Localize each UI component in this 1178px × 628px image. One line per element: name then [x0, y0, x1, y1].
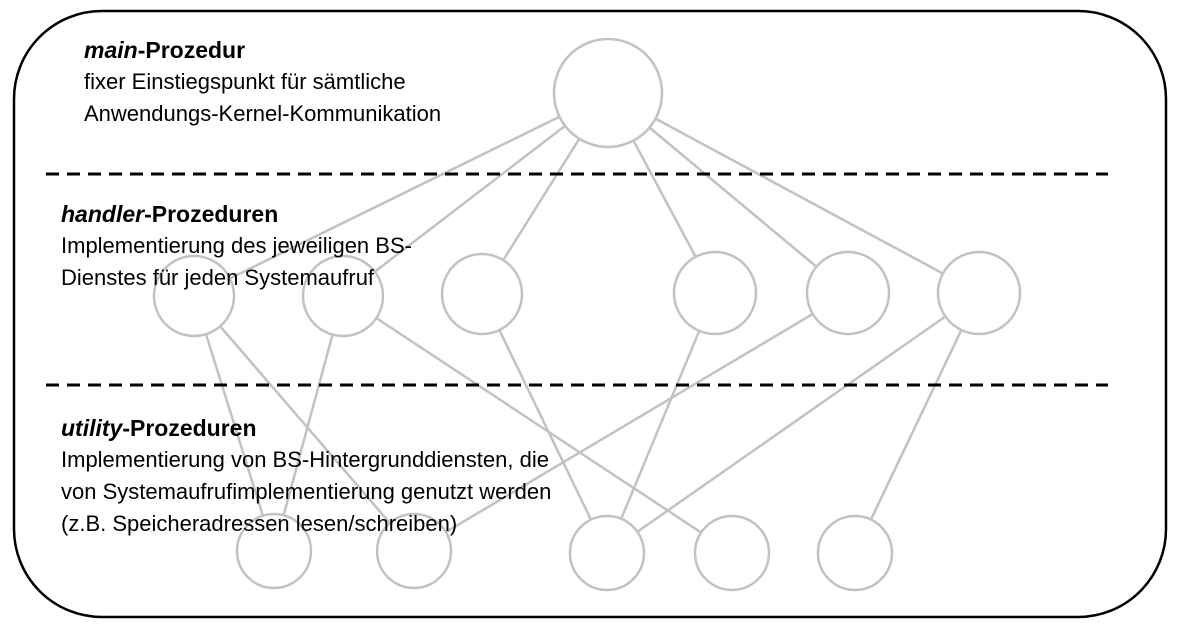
edge-main-h2 — [342, 92, 609, 297]
edge-main-h6 — [607, 91, 980, 295]
layer-label-utility: utility-Prozeduren Implementierung von B… — [61, 412, 551, 540]
layer-title-handler: handler-Prozeduren — [61, 198, 412, 230]
edge-h1-u2 — [193, 295, 415, 552]
node-h5-handler-procedure — [805, 250, 891, 336]
layer-title-main-italic: main — [84, 37, 138, 63]
layer-label-handler: handler-Prozeduren Implementierung des j… — [61, 198, 412, 294]
layer-desc-line: Implementierung des jeweiligen BS- — [61, 233, 412, 258]
node-h3-handler-procedure — [440, 252, 524, 336]
edge-h6-u3 — [606, 291, 980, 555]
node-h1-handler-procedure — [152, 254, 236, 338]
layer-desc-line: Anwendungs-Kernel-Kommunikation — [84, 101, 442, 126]
edge-h1-u1 — [192, 295, 276, 552]
node-u2-utility-procedure — [375, 512, 453, 590]
node-h6-handler-procedure — [936, 250, 1022, 336]
edge-main-h1 — [193, 91, 609, 298]
layer-title-handler-italic: handler — [61, 201, 145, 227]
layer-desc-line: fixer Einstiegspunkt für sämtliche — [84, 69, 406, 94]
layer-title-utility-italic: utility — [61, 415, 123, 441]
layer-title-main-rest: -Prozedur — [137, 37, 246, 63]
node-u3-utility-procedure — [568, 514, 646, 592]
edge-h2-u1 — [272, 295, 345, 552]
node-main-main-procedure — [552, 37, 664, 149]
layer-title-main: main-Prozedur — [84, 34, 441, 66]
layer-label-main: main-Prozedur fixer Einstiegspunkt für s… — [84, 34, 441, 130]
layer-desc-line: (z.B. Speicheradressen lesen/schreiben) — [61, 511, 458, 536]
layer-desc-line: Implementierung von BS-Hintergrunddienst… — [61, 447, 549, 472]
layer-title-utility-rest: -Prozeduren — [122, 415, 257, 441]
layer-title-utility: utility-Prozeduren — [61, 412, 551, 444]
node-h2-handler-procedure — [301, 254, 385, 338]
layer-desc-line: Dienstes für jeden Systemaufruf — [61, 265, 375, 290]
node-u1-utility-procedure — [235, 512, 313, 590]
edge-h4-u3 — [605, 292, 717, 554]
node-h4-handler-procedure — [672, 250, 758, 336]
kernel-boundary-frame — [12, 9, 1168, 619]
edge-h3-u3 — [480, 293, 609, 554]
edge-h6-u5 — [853, 292, 981, 554]
layer-title-handler-rest: -Prozeduren — [144, 201, 279, 227]
node-u5-utility-procedure — [816, 514, 894, 592]
node-u4-utility-procedure — [693, 514, 771, 592]
edge-h5-u2 — [413, 291, 849, 553]
layer-desc-line: von Systemaufrufimplementierung genutzt … — [61, 479, 552, 504]
